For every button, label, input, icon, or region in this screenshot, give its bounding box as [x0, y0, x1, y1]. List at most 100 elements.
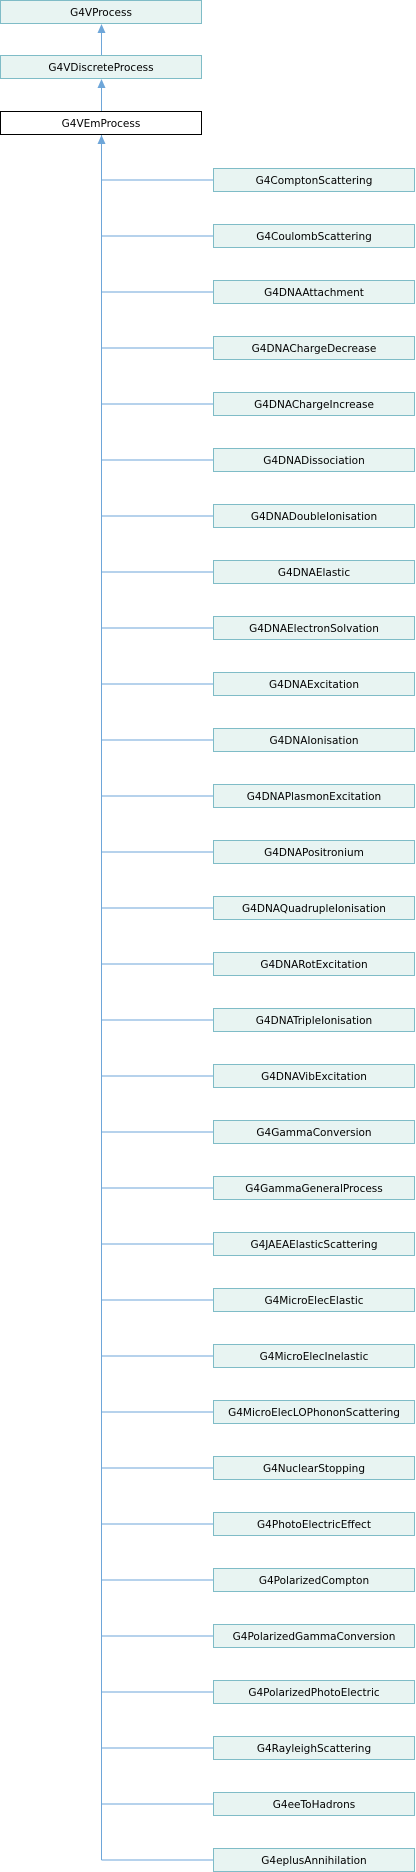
class-node-g4vemprocess-current[interactable]: G4VEmProcess	[0, 111, 202, 135]
class-node-g4dnatripleionisation[interactable]: G4DNATripleIonisation	[213, 1008, 415, 1032]
class-node-label: G4DNAAttachment	[264, 287, 364, 299]
class-node-g4gammageneralprocess[interactable]: G4GammaGeneralProcess	[213, 1176, 415, 1200]
class-node-label: G4PhotoElectricEffect	[257, 1519, 371, 1531]
inheritance-edges	[97, 24, 213, 1861]
class-node-label: G4DNAQuadrupleIonisation	[242, 903, 386, 915]
class-node-g4microeleclophononscattering[interactable]: G4MicroElecLOPhononScattering	[213, 1400, 415, 1424]
class-node-box	[213, 336, 415, 360]
class-node-label: G4PolarizedCompton	[259, 1575, 369, 1587]
class-node-g4dnaplasmonexcitation[interactable]: G4DNAPlasmonExcitation	[213, 784, 415, 808]
class-node-g4polarizedcompton[interactable]: G4PolarizedCompton	[213, 1568, 415, 1592]
class-node-label: G4DNAElastic	[278, 567, 350, 579]
class-node-label: G4DNAChargeIncrease	[254, 399, 374, 411]
class-node-box	[213, 1232, 415, 1256]
class-node-g4photoelectriceffect[interactable]: G4PhotoElectricEffect	[213, 1512, 415, 1536]
class-node-g4dnachargeincrease[interactable]: G4DNAChargeIncrease	[213, 392, 415, 416]
derived-class-nodes: G4ComptonScatteringG4CoulombScatteringG4…	[213, 168, 415, 1872]
class-node-box	[0, 0, 202, 24]
class-node-box	[213, 392, 415, 416]
class-node-g4dnaquadrupleionisation[interactable]: G4DNAQuadrupleIonisation	[213, 896, 415, 920]
class-node-g4dnachargedecrease[interactable]: G4DNAChargeDecrease	[213, 336, 415, 360]
class-node-label: G4ComptonScattering	[256, 175, 373, 187]
class-node-label: G4PolarizedPhotoElectric	[248, 1687, 380, 1699]
class-node-label: G4DNARotExcitation	[260, 959, 367, 971]
class-node-label: G4JAEAElasticScattering	[250, 1239, 377, 1251]
class-node-label: G4RayleighScattering	[257, 1743, 371, 1755]
class-node-box-current	[0, 111, 202, 135]
class-node-box	[213, 728, 415, 752]
class-node-label: G4DNAVibExcitation	[261, 1071, 367, 1083]
class-node-box	[213, 1400, 415, 1424]
class-node-g4microelecelastic[interactable]: G4MicroElecElastic	[213, 1288, 415, 1312]
class-node-box	[213, 224, 415, 248]
class-node-box	[213, 1456, 415, 1480]
class-node-box	[213, 168, 415, 192]
class-node-label: G4VDiscreteProcess	[48, 62, 153, 74]
class-node-g4vprocess[interactable]: G4VProcess	[0, 0, 202, 24]
class-node-label: G4DNAExcitation	[269, 679, 359, 691]
class-node-label: G4GammaConversion	[256, 1127, 371, 1139]
class-node-g4polarizedphotoelectric[interactable]: G4PolarizedPhotoElectric	[213, 1680, 415, 1704]
class-node-g4polarizedgammaconversion[interactable]: G4PolarizedGammaConversion	[213, 1624, 415, 1648]
class-node-g4dnapositronium[interactable]: G4DNAPositronium	[213, 840, 415, 864]
class-node-label: G4MicroElecElastic	[264, 1295, 363, 1307]
class-node-g4jaeaelasticscattering[interactable]: G4JAEAElasticScattering	[213, 1232, 415, 1256]
class-node-label: G4MicroElecInelastic	[260, 1351, 369, 1363]
class-node-label: G4DNAChargeDecrease	[252, 343, 377, 355]
class-node-box	[213, 1008, 415, 1032]
class-node-box	[213, 1736, 415, 1760]
class-node-label: G4eeToHadrons	[273, 1799, 355, 1811]
class-node-g4rayleighscattering[interactable]: G4RayleighScattering	[213, 1736, 415, 1760]
class-node-g4dnavibexcitation[interactable]: G4DNAVibExcitation	[213, 1064, 415, 1088]
class-node-g4nuclearstopping[interactable]: G4NuclearStopping	[213, 1456, 415, 1480]
class-node-label: G4DNAPositronium	[264, 847, 364, 859]
class-node-g4comptonscattering[interactable]: G4ComptonScattering	[213, 168, 415, 192]
class-node-label: G4DNAPlasmonExcitation	[247, 791, 381, 803]
class-node-g4dnaelectronsolvation[interactable]: G4DNAElectronSolvation	[213, 616, 415, 640]
class-node-g4dnaattachment[interactable]: G4DNAAttachment	[213, 280, 415, 304]
class-node-label: G4DNADoubleIonisation	[251, 511, 377, 523]
class-node-box	[0, 55, 202, 79]
class-node-box	[213, 1064, 415, 1088]
class-node-box	[213, 784, 415, 808]
class-node-label: G4DNATripleIonisation	[256, 1015, 372, 1027]
class-node-g4dnaexcitation[interactable]: G4DNAExcitation	[213, 672, 415, 696]
class-node-label: G4CoulombScattering	[256, 231, 372, 243]
class-node-g4eplusannihilation[interactable]: G4eplusAnnihilation	[213, 1848, 415, 1872]
class-node-g4dnaelastic[interactable]: G4DNAElastic	[213, 560, 415, 584]
class-node-g4dnadissociation[interactable]: G4DNADissociation	[213, 448, 415, 472]
class-node-label: G4PolarizedGammaConversion	[233, 1631, 396, 1643]
class-node-box	[213, 1568, 415, 1592]
class-node-box	[213, 1512, 415, 1536]
class-node-label: G4DNAIonisation	[269, 735, 358, 747]
class-node-box	[213, 504, 415, 528]
class-node-box	[213, 1344, 415, 1368]
class-node-label: G4MicroElecLOPhononScattering	[228, 1407, 400, 1419]
class-node-g4dnaionisation[interactable]: G4DNAIonisation	[213, 728, 415, 752]
edge-arrowhead	[97, 135, 106, 144]
class-node-label: G4eplusAnnihilation	[261, 1855, 366, 1867]
class-node-label: G4VEmProcess	[62, 118, 141, 130]
class-node-g4microelecinelastic[interactable]: G4MicroElecInelastic	[213, 1344, 415, 1368]
class-node-box	[213, 560, 415, 584]
class-node-g4gammaconversion[interactable]: G4GammaConversion	[213, 1120, 415, 1144]
class-node-label: G4DNAElectronSolvation	[249, 623, 379, 635]
class-node-g4eetohadrons[interactable]: G4eeToHadrons	[213, 1792, 415, 1816]
class-node-box	[213, 1624, 415, 1648]
class-node-g4dnarotexcitation[interactable]: G4DNARotExcitation	[213, 952, 415, 976]
class-node-label: G4VProcess	[70, 7, 132, 19]
class-node-g4vdiscreteprocess[interactable]: G4VDiscreteProcess	[0, 55, 202, 79]
class-node-box	[213, 1288, 415, 1312]
class-node-label: G4NuclearStopping	[263, 1463, 365, 1475]
class-node-box	[213, 280, 415, 304]
class-node-box	[213, 896, 415, 920]
class-node-box	[213, 616, 415, 640]
class-node-box	[213, 840, 415, 864]
class-node-g4dnadoubleionisation[interactable]: G4DNADoubleIonisation	[213, 504, 415, 528]
class-node-box	[213, 952, 415, 976]
class-node-g4coulombscattering[interactable]: G4CoulombScattering	[213, 224, 415, 248]
class-node-box	[213, 672, 415, 696]
class-node-label: G4GammaGeneralProcess	[245, 1183, 383, 1195]
class-node-box	[213, 1792, 415, 1816]
